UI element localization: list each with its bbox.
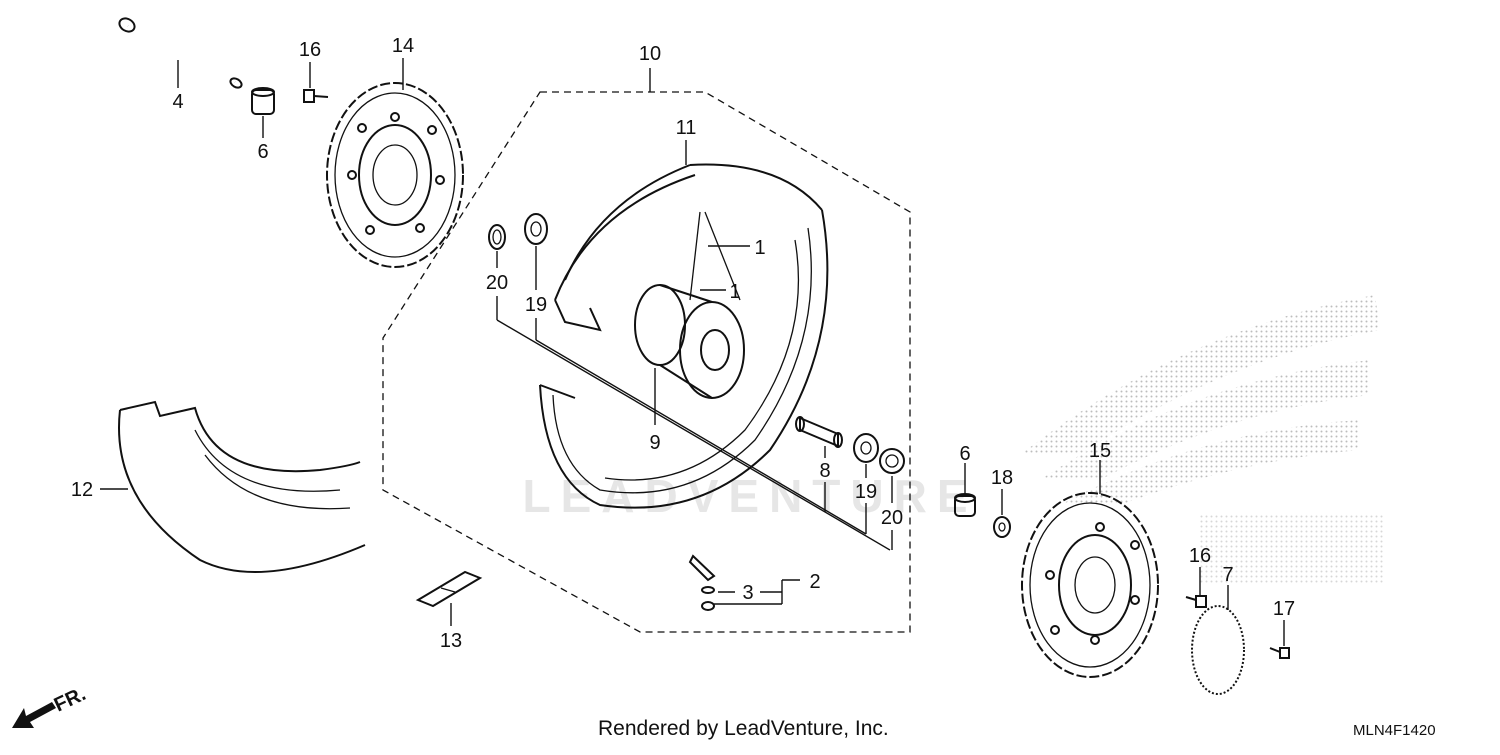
axle-nut-part[interactable] bbox=[993, 516, 1011, 538]
callout-12[interactable]: 12 bbox=[71, 479, 93, 501]
pulser-screw-part[interactable] bbox=[1269, 647, 1290, 659]
watermark-text: LEADVENTURE bbox=[522, 470, 977, 522]
hub-part[interactable] bbox=[634, 284, 745, 399]
callout-20-upper[interactable]: 20 bbox=[486, 272, 508, 294]
collar-left-part[interactable] bbox=[251, 87, 275, 115]
leader-lines bbox=[100, 58, 1285, 646]
callout-13[interactable]: 13 bbox=[440, 630, 462, 652]
air-valve-part[interactable] bbox=[688, 554, 716, 611]
distance-collar-part[interactable] bbox=[795, 416, 843, 448]
pulser-ring-part[interactable] bbox=[1191, 605, 1245, 695]
dust-seal-upper-part[interactable] bbox=[488, 224, 506, 250]
disc-bolt-right-part[interactable] bbox=[1185, 595, 1207, 608]
front-direction-indicator: FR. bbox=[12, 683, 89, 728]
front-arrow-icon bbox=[12, 702, 56, 728]
front-direction-label: FR. bbox=[51, 683, 89, 717]
brake-disc-left-part[interactable] bbox=[326, 82, 464, 268]
callout-17[interactable]: 17 bbox=[1273, 598, 1295, 620]
callout-1-lower[interactable]: 1 bbox=[729, 281, 740, 303]
tire-part[interactable] bbox=[118, 400, 366, 573]
brake-disc-right-part[interactable] bbox=[1021, 492, 1159, 678]
dust-seal-lower-part[interactable] bbox=[879, 448, 905, 474]
footer-credit: Rendered by LeadVenture, Inc. bbox=[598, 717, 889, 740]
callout-4[interactable]: 4 bbox=[172, 91, 183, 113]
callout-3[interactable]: 3 bbox=[742, 582, 753, 604]
callout-7[interactable]: 7 bbox=[1222, 564, 1233, 586]
balance-weight-part[interactable] bbox=[415, 570, 483, 608]
callout-15[interactable]: 15 bbox=[1089, 440, 1111, 462]
callout-6-right[interactable]: 6 bbox=[959, 443, 970, 465]
bearing-lower-part[interactable] bbox=[853, 433, 879, 463]
disc-bolt-upper-part[interactable] bbox=[303, 89, 329, 103]
callout-20-lower[interactable]: 20 bbox=[881, 507, 903, 529]
callout-8[interactable]: 8 bbox=[819, 460, 830, 482]
callout-labels: 1 1 2 3 4 6 6 7 8 9 10 11 12 13 14 15 16… bbox=[71, 35, 1295, 652]
rim-part[interactable] bbox=[539, 163, 829, 509]
wheel-assembly-outline bbox=[382, 91, 911, 633]
callout-14[interactable]: 14 bbox=[392, 35, 414, 57]
callout-11[interactable]: 11 bbox=[676, 117, 697, 139]
callout-1-upper[interactable]: 1 bbox=[754, 237, 765, 259]
callout-6-left[interactable]: 6 bbox=[257, 141, 268, 163]
diagram-code: MLN4F1420 bbox=[1353, 722, 1436, 739]
callout-9[interactable]: 9 bbox=[649, 432, 660, 454]
callout-19-lower[interactable]: 19 bbox=[855, 481, 877, 503]
callout-16-upper[interactable]: 16 bbox=[299, 39, 321, 61]
brand-wing-logo bbox=[1020, 295, 1385, 585]
callout-2[interactable]: 2 bbox=[809, 571, 820, 593]
bearing-upper-part[interactable] bbox=[524, 213, 548, 245]
callout-18[interactable]: 18 bbox=[991, 467, 1013, 489]
callout-10[interactable]: 10 bbox=[639, 43, 661, 65]
axle-part[interactable] bbox=[117, 16, 243, 90]
callout-19-upper[interactable]: 19 bbox=[525, 294, 547, 316]
callout-16-right[interactable]: 16 bbox=[1189, 545, 1211, 567]
